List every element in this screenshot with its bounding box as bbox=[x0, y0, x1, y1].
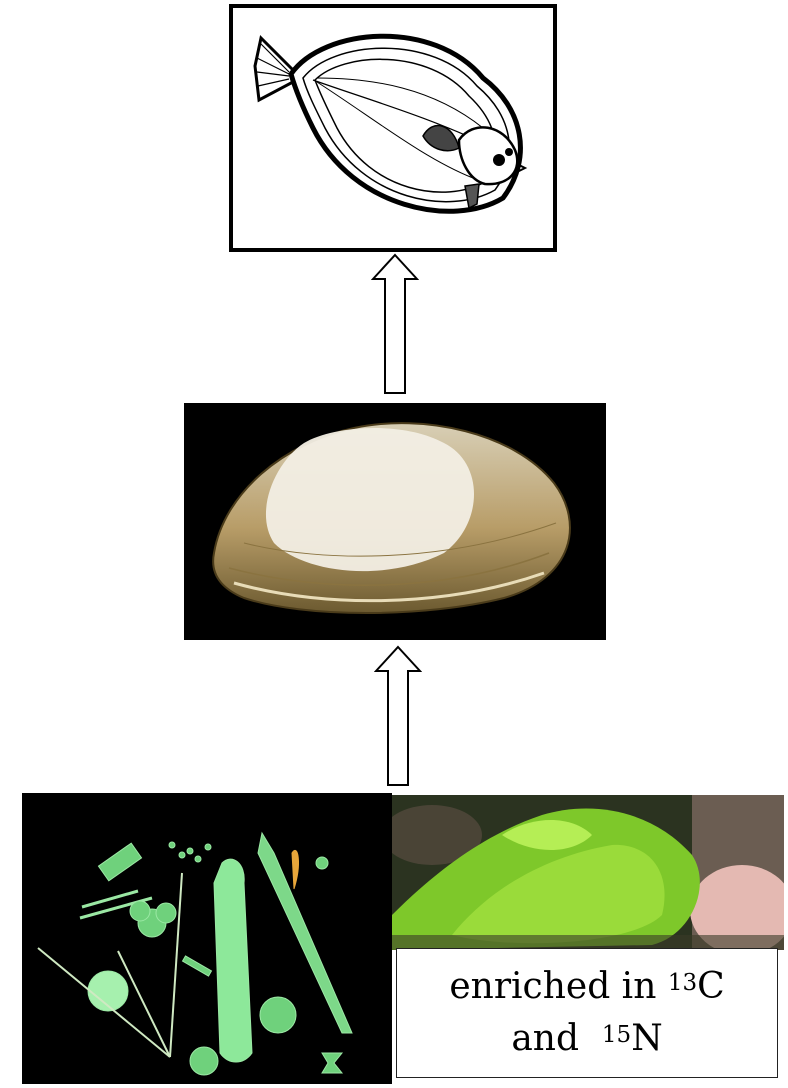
clam-photo bbox=[184, 403, 606, 640]
clam-shell-icon bbox=[184, 403, 606, 640]
label-line-2: and 15N bbox=[511, 1013, 662, 1065]
label-line-1: enriched in 13C bbox=[449, 961, 724, 1013]
label-line-2-text: and bbox=[511, 1018, 602, 1059]
phytoplankton-image bbox=[22, 793, 392, 1084]
flatfish-panel bbox=[229, 4, 557, 252]
arrow-up-icon bbox=[371, 253, 419, 395]
green-algae-photo bbox=[392, 795, 784, 950]
isotope-label-box: enriched in 13C and 15N bbox=[396, 948, 778, 1078]
nitrogen-element: N bbox=[631, 1018, 663, 1059]
carbon-element: C bbox=[697, 966, 725, 1007]
nitrogen-isotope-superscript: 15 bbox=[602, 1022, 631, 1048]
carbon-isotope-superscript: 13 bbox=[668, 970, 697, 996]
flatfish-icon bbox=[233, 8, 553, 248]
arrow-up-icon bbox=[374, 645, 422, 787]
label-line-1-text: enriched in bbox=[449, 966, 668, 1007]
diatom-icon bbox=[22, 793, 392, 1084]
seaweed-icon bbox=[392, 795, 784, 950]
